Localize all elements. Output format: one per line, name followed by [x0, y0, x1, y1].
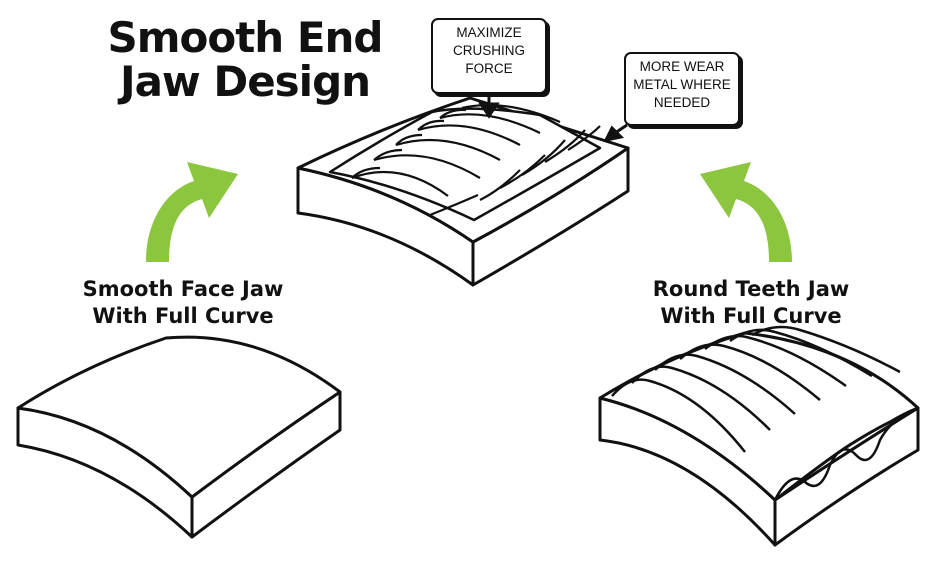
round-teeth-caption: Round Teeth Jaw With Full Curve — [636, 276, 866, 330]
smooth-face-caption: Smooth Face Jaw With Full Curve — [68, 276, 298, 330]
caption-line: Smooth Face Jaw — [82, 277, 284, 301]
caption-line: With Full Curve — [660, 304, 842, 328]
callout-text: METAL WHERE — [633, 77, 731, 92]
round-teeth-jaw — [598, 325, 920, 547]
left-curved-arrow-icon — [146, 162, 238, 262]
caption-line: Round Teeth Jaw — [652, 277, 850, 301]
smooth-face-jaw — [16, 335, 342, 539]
smooth-end-jaw — [296, 96, 630, 287]
title-line-1: Smooth End — [107, 13, 384, 62]
callout-text: FORCE — [465, 61, 513, 76]
caption-line: With Full Curve — [92, 304, 274, 328]
callout-text: NEEDED — [653, 95, 711, 110]
diagram-title: Smooth End Jaw Design — [100, 16, 390, 104]
wear-metal-callout: MORE WEAR METAL WHERE NEEDED — [624, 52, 740, 126]
crushing-force-callout: MAXIMIZE CRUSHING FORCE — [431, 18, 547, 94]
callout-text: MORE WEAR — [639, 59, 725, 74]
title-line-2: Jaw Design — [119, 57, 371, 106]
callout-text: CRUSHING — [452, 43, 525, 58]
wear-callout-pointer — [603, 123, 628, 143]
crushing-callout-pointer — [478, 94, 500, 119]
right-curved-arrow-icon — [700, 162, 792, 262]
callout-text: MAXIMIZE — [456, 25, 522, 40]
